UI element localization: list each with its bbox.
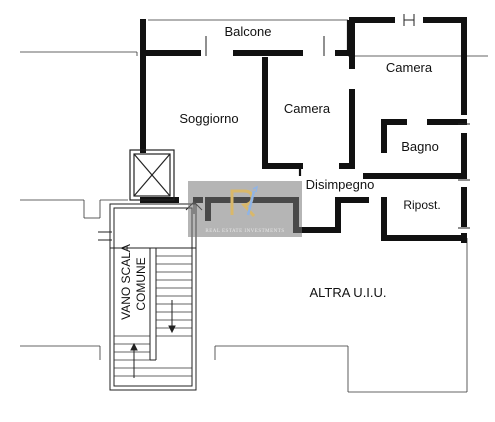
label-camera-mid: Camera [284,101,331,116]
watermark: REAL ESTATE INVESTMENTS [188,181,302,237]
label-comune: COMUNE [134,257,148,310]
partitions [298,20,350,176]
label-bagno: Bagno [401,139,439,154]
label-soggiorno: Soggiorno [179,111,238,126]
stair-well [109,203,197,391]
stair-arrow [130,300,176,378]
label-disimpegno: Disimpegno [306,177,375,192]
windows [98,14,470,241]
label-vano-scala: VANO SCALA [119,244,133,320]
thin-outlines [20,19,488,393]
elevator-shaft [129,149,175,201]
label-altra-uiu: ALTRA U.I.U. [309,285,386,300]
stair-steps [114,255,192,377]
label-ripost: Ripost. [403,198,440,212]
ri-logo-icon [230,185,259,218]
label-camera-top: Camera [386,60,433,75]
watermark-caption: REAL ESTATE INVESTMENTS [205,229,285,234]
label-balcone: Balcone [225,24,272,39]
